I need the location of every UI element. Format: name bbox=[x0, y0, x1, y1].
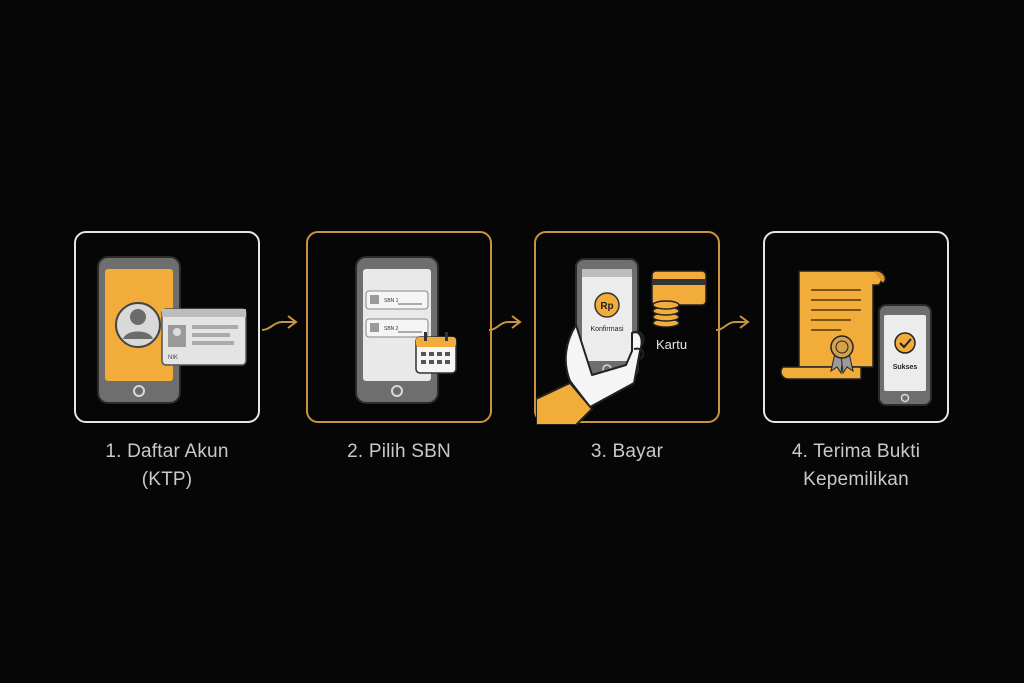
step-1-label: 1. Daftar Akun (KTP) bbox=[57, 438, 277, 494]
id-card-icon bbox=[161, 308, 247, 366]
ribbon-seal-icon bbox=[830, 335, 854, 375]
sbn-item-1-text: SBN 1 bbox=[384, 298, 399, 304]
step-1-title: 1. Daftar Akun bbox=[105, 441, 229, 462]
step-4-illustration: Sukses bbox=[780, 270, 932, 406]
certificate-scroll-icon bbox=[780, 270, 887, 380]
coin-stack-icon bbox=[652, 300, 680, 328]
step-2-panel: SBN 1 SBN 2 bbox=[306, 231, 492, 423]
sbn-item-2-text: SBN 2 bbox=[384, 326, 399, 332]
step-1-subtitle: (KTP) bbox=[141, 469, 193, 490]
kartu-label: Kartu bbox=[656, 337, 687, 352]
sbn-list-item-2 bbox=[365, 318, 429, 338]
sukses-text: Sukses bbox=[893, 364, 918, 371]
step-3-illustration: Rp Konfirmasi Kartu bbox=[536, 258, 707, 425]
step-4-panel: Sukses bbox=[763, 231, 949, 423]
user-avatar-icon bbox=[115, 302, 161, 348]
konfirmasi-text: Konfirmasi bbox=[590, 326, 624, 333]
credit-card-icon bbox=[651, 270, 707, 306]
smartphone-icon bbox=[878, 304, 932, 406]
step-4-label: 4. Terima Bukti Kepemilikan bbox=[746, 438, 966, 494]
step-3-panel: Rp Konfirmasi Kartu bbox=[534, 231, 720, 425]
step-2-illustration: SBN 1 SBN 2 bbox=[355, 256, 457, 404]
sbn-list-item-1 bbox=[365, 290, 429, 310]
step-3-label: 3. Bayar bbox=[517, 438, 737, 466]
hand-holding-phone-icon bbox=[536, 324, 645, 425]
rupiah-coin-icon bbox=[594, 292, 620, 318]
step-2-title: 2. Pilih SBN bbox=[347, 441, 451, 462]
step-4-title: 4. Terima Bukti bbox=[791, 441, 921, 462]
step-4-subtitle: Kepemilikan bbox=[803, 469, 909, 490]
check-circle-icon bbox=[894, 332, 916, 354]
step-3-title: 3. Bayar bbox=[590, 441, 664, 462]
connector-arrow-1-2 bbox=[261, 315, 298, 331]
coin-rp-text: Rp bbox=[600, 301, 613, 312]
calendar-icon bbox=[415, 332, 457, 374]
step-1-illustration: NIK bbox=[97, 256, 247, 404]
id-card-nik-text: NIK bbox=[168, 355, 178, 361]
step-2-label: 2. Pilih SBN bbox=[289, 438, 509, 466]
step-1-panel: NIK bbox=[74, 231, 260, 423]
